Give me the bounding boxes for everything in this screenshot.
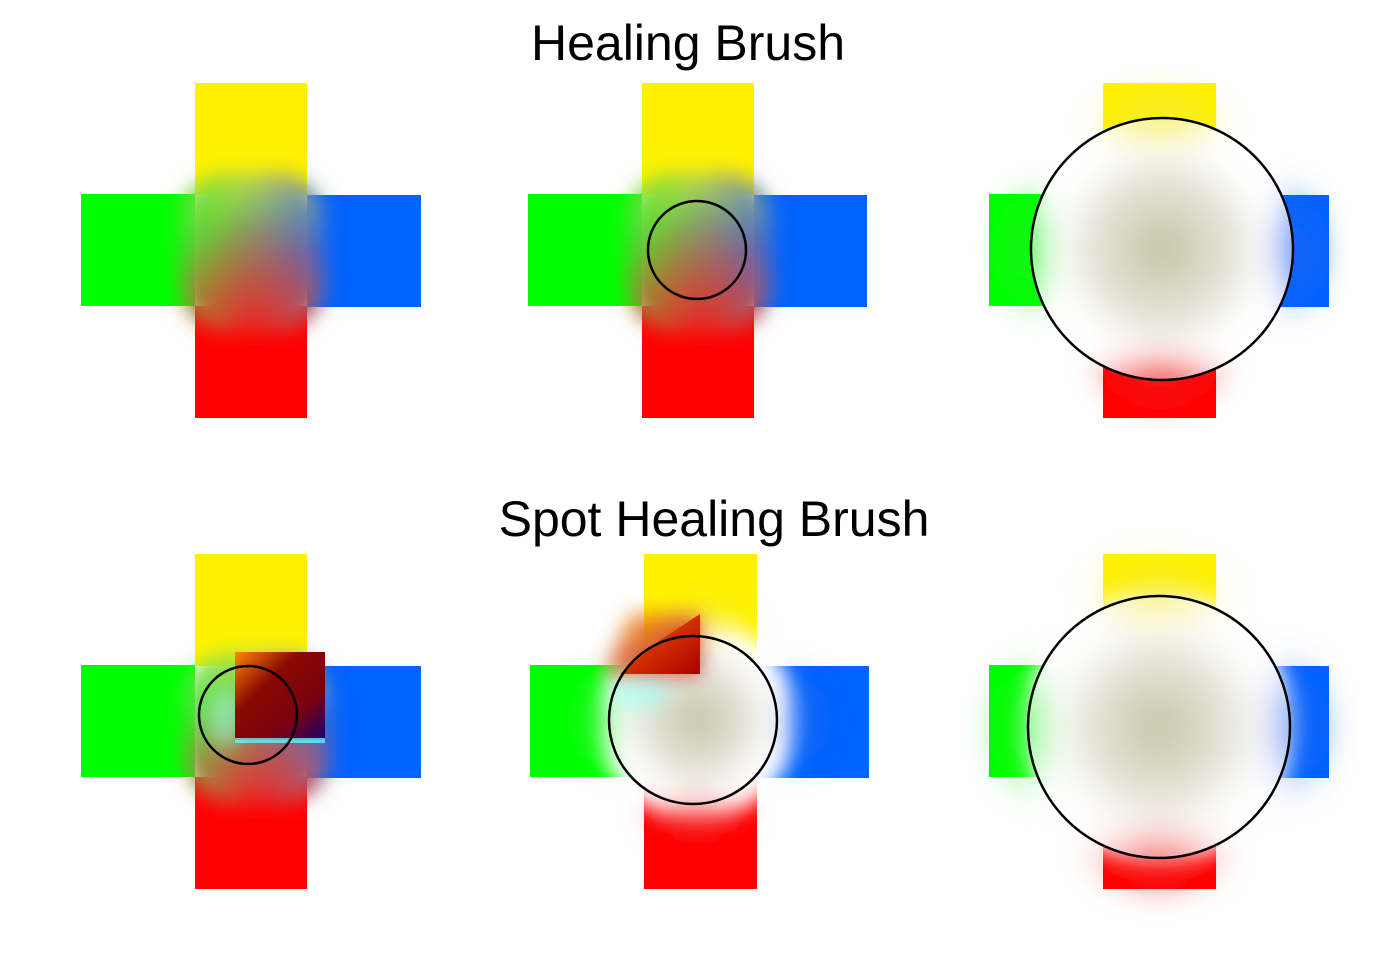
blended-center [1005,95,1320,400]
panel-spot-healing-1 [81,554,421,889]
blended-center [627,172,772,332]
blended-center [1002,570,1318,880]
blue-arm [754,195,867,307]
brush-circle [197,664,299,766]
panel-spot-healing-3 [989,554,1329,889]
panel-spot-healing-2 [530,554,869,889]
sampled-patch [605,614,700,674]
yellow-arm [195,554,307,666]
blended-center [180,172,325,332]
panel-healing-2 [528,83,867,418]
healing-brush-title: Healing Brush [530,15,846,71]
green-arm [81,665,195,777]
brush-circle [1029,116,1295,382]
green-arm [81,194,195,306]
green-arm [528,194,642,306]
spot-healing-brush-title: Spot Healing Brush [498,491,930,547]
panel-healing-3 [989,83,1329,418]
brush-circle [607,634,779,806]
blue-arm [307,195,421,307]
panel-healing-1 [81,83,421,418]
brush-circle [646,199,748,301]
brush-circle [1026,594,1292,860]
